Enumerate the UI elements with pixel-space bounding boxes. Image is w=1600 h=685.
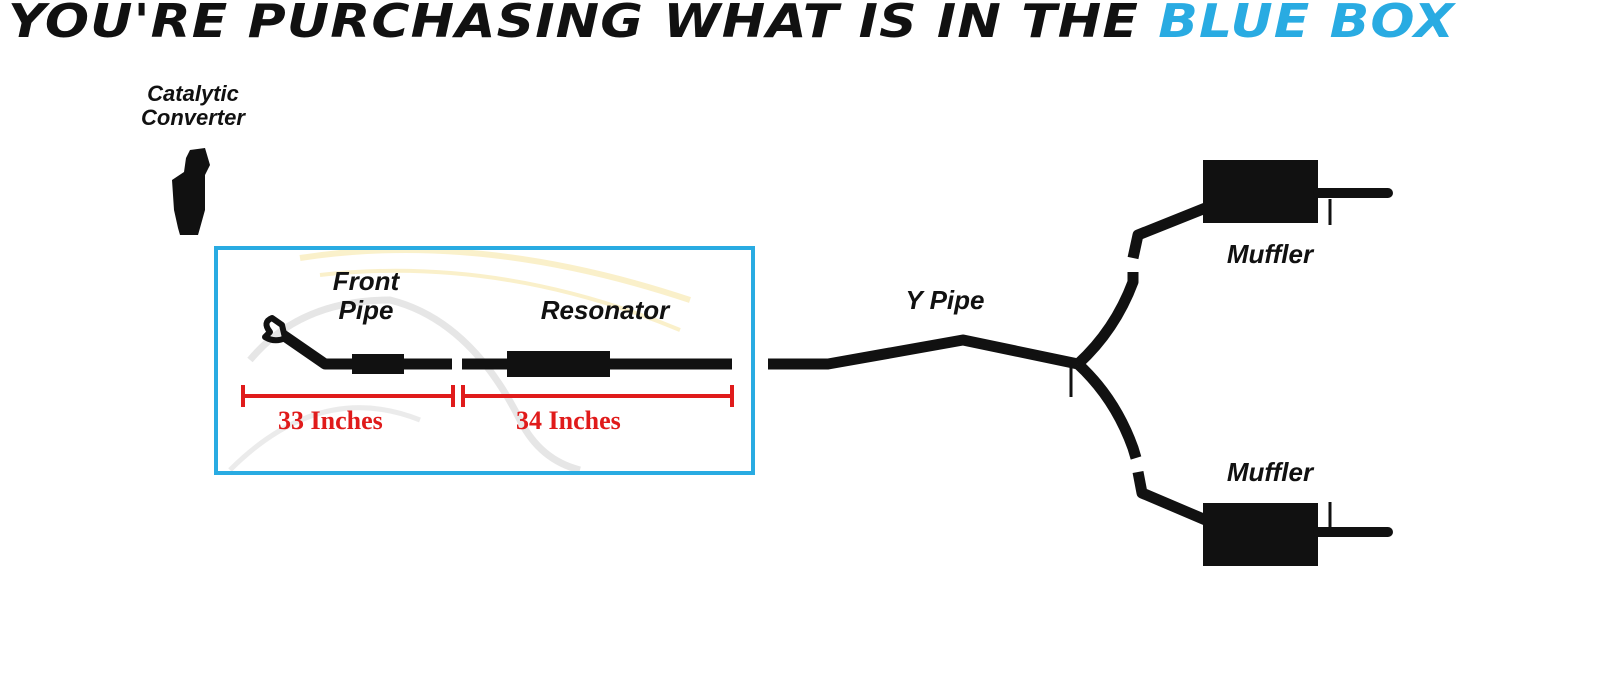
watermark-logo — [228, 247, 691, 474]
title-accent: BLUE BOX — [1158, 0, 1456, 48]
resonator-label: Resonator — [540, 295, 670, 325]
front-pipe-icon — [262, 315, 452, 374]
front-pipe-label-line1: Front — [332, 266, 400, 296]
measure-bar-front — [241, 385, 455, 407]
front-pipe-label: Front Pipe — [306, 267, 426, 324]
muffler-top-label: Muffler — [1226, 239, 1314, 269]
catalytic-label-line1: Catalytic — [147, 81, 239, 106]
muffler-bottom-icon — [1203, 502, 1393, 566]
blue-box-frame — [214, 246, 755, 475]
y-pipe-label: Y Pipe — [905, 285, 985, 315]
front-pipe-label-line2: Pipe — [338, 294, 394, 325]
catalytic-converter-icon — [172, 148, 210, 235]
resonator-icon — [462, 351, 732, 377]
y-pipe-icon — [768, 201, 1211, 527]
resonator-measurement: 34 Inches — [516, 406, 621, 435]
front-pipe-measurement: 33 Inches — [278, 406, 383, 435]
measure-bar-resonator — [461, 385, 734, 407]
catalytic-label-line2: Converter — [141, 105, 245, 131]
catalytic-converter-label: Catalytic Converter — [118, 81, 268, 131]
title-text: YOU'RE PURCHASING WHAT IS IN THE — [8, 0, 1159, 48]
muffler-bottom-label: Muffler — [1226, 457, 1314, 487]
page-title: YOU'RE PURCHASING WHAT IS IN THE BLUE BO… — [8, 0, 1600, 48]
muffler-top-icon — [1203, 160, 1393, 225]
